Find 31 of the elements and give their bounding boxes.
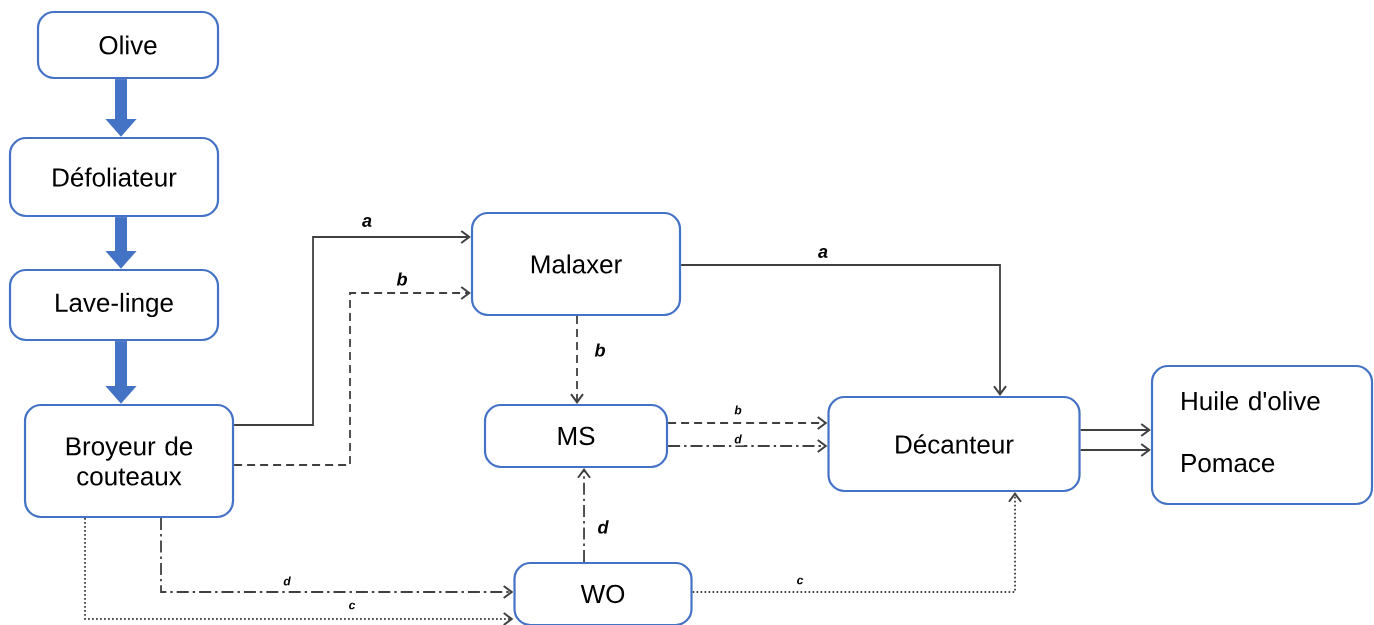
process-box: Huile d'olive Pomace xyxy=(1150,364,1374,506)
edge-label: b xyxy=(592,341,608,359)
arrow xyxy=(233,286,471,466)
process-box: Lave-linge xyxy=(8,268,220,342)
process-box: Olive xyxy=(36,10,220,80)
edge-label: d xyxy=(281,574,293,588)
arrow xyxy=(680,264,1007,396)
arrow xyxy=(84,517,514,625)
edge-label: c xyxy=(346,600,358,612)
edge-label: b xyxy=(732,403,744,417)
arrow xyxy=(1079,443,1151,457)
arrow xyxy=(691,492,1022,593)
arrow xyxy=(667,416,828,430)
edge-label: a xyxy=(816,246,830,260)
arrow xyxy=(160,517,514,599)
process-box: Malaxer xyxy=(470,211,682,317)
edge-label: a xyxy=(360,215,374,229)
edge-label: c xyxy=(794,575,806,587)
arrow xyxy=(233,230,471,426)
process-box: WO xyxy=(513,561,693,625)
process-box: Décanteur xyxy=(827,395,1081,493)
edge-label: b xyxy=(394,270,410,288)
arrow xyxy=(1079,423,1151,437)
edge-label: d xyxy=(732,432,744,446)
process-box: Broyeur de couteaux xyxy=(23,403,235,519)
arrow xyxy=(577,468,591,563)
edge-label: d xyxy=(595,518,611,536)
arrow xyxy=(570,315,584,404)
process-box: MS xyxy=(483,403,669,469)
arrow xyxy=(667,439,828,453)
process-box: Défoliateur xyxy=(8,136,220,218)
